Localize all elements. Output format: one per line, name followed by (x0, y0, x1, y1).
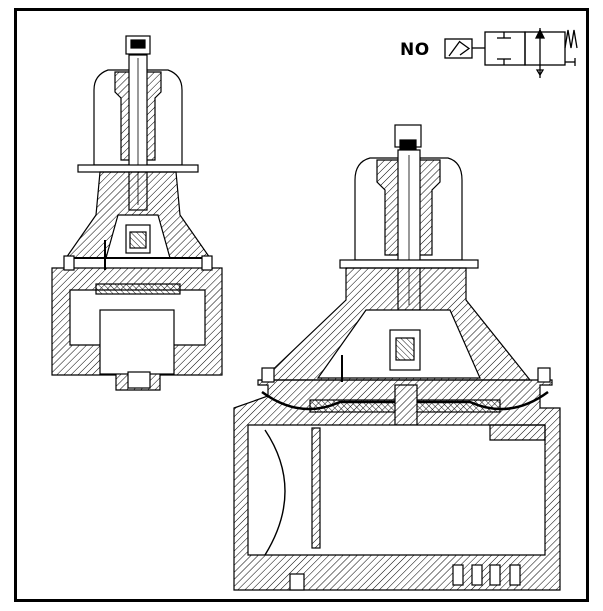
solenoid-coil-icon (444, 38, 473, 59)
normally-open-label: NO (400, 40, 430, 60)
large-valve-section (233, 124, 561, 591)
two-way-valve-symbol-icon (484, 28, 566, 78)
drawing-frame (14, 8, 589, 602)
small-valve-section (51, 35, 223, 391)
valve-schematic-symbol (444, 28, 578, 78)
spring-return-icon (564, 29, 578, 49)
